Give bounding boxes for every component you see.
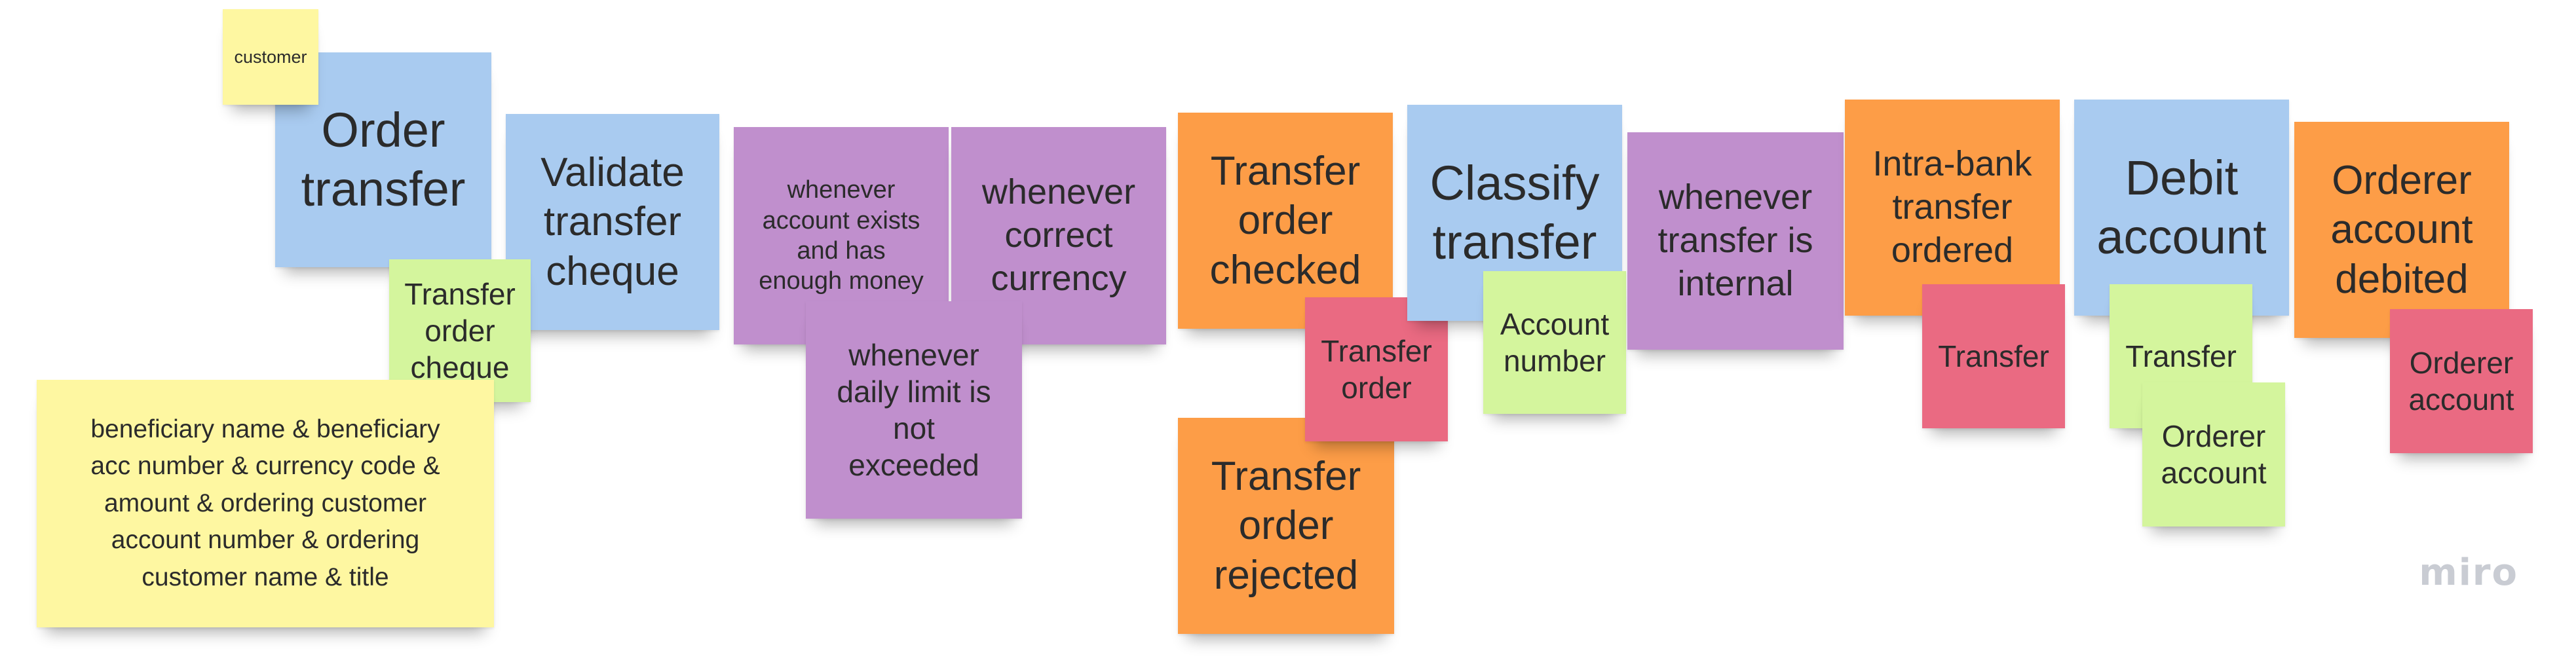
sticky-note-debit-account[interactable]: Debit account xyxy=(2074,100,2289,316)
sticky-note-order-transfer[interactable]: Order transfer xyxy=(275,52,491,267)
sticky-note-intra-bank-transfer-ordered[interactable]: Intra-bank transfer ordered xyxy=(1845,100,2060,316)
sticky-note-whenever-daily-limit[interactable]: whenever daily limit is not exceeded xyxy=(806,301,1022,519)
sticky-note-transfer-red[interactable]: Transfer xyxy=(1922,284,2065,428)
sticky-note-orderer-account-debited[interactable]: Orderer account debited xyxy=(2294,122,2509,338)
miro-logo: miro xyxy=(2419,551,2518,594)
sticky-note-transfer-order-checked[interactable]: Transfer order checked xyxy=(1178,113,1393,329)
sticky-note-transfer-order-rejected[interactable]: Transfer order rejected xyxy=(1178,418,1394,634)
sticky-note-whenever-transfer-internal[interactable]: whenever transfer is internal xyxy=(1627,132,1844,350)
sticky-note-beneficiary-details[interactable]: beneficiary name & beneficiary acc numbe… xyxy=(37,380,494,627)
sticky-note-orderer-account-green[interactable]: Orderer account xyxy=(2142,382,2285,527)
sticky-note-customer[interactable]: customer xyxy=(223,9,318,105)
sticky-note-transfer-order-red[interactable]: Transfer order xyxy=(1305,297,1448,441)
sticky-note-validate-transfer-cheque[interactable]: Validate transfer cheque xyxy=(506,114,719,330)
sticky-note-account-number[interactable]: Account number xyxy=(1483,271,1626,414)
sticky-note-orderer-account-red[interactable]: Orderer account xyxy=(2390,309,2533,453)
sticky-note-transfer-order-cheque[interactable]: Transfer order cheque xyxy=(389,259,531,402)
